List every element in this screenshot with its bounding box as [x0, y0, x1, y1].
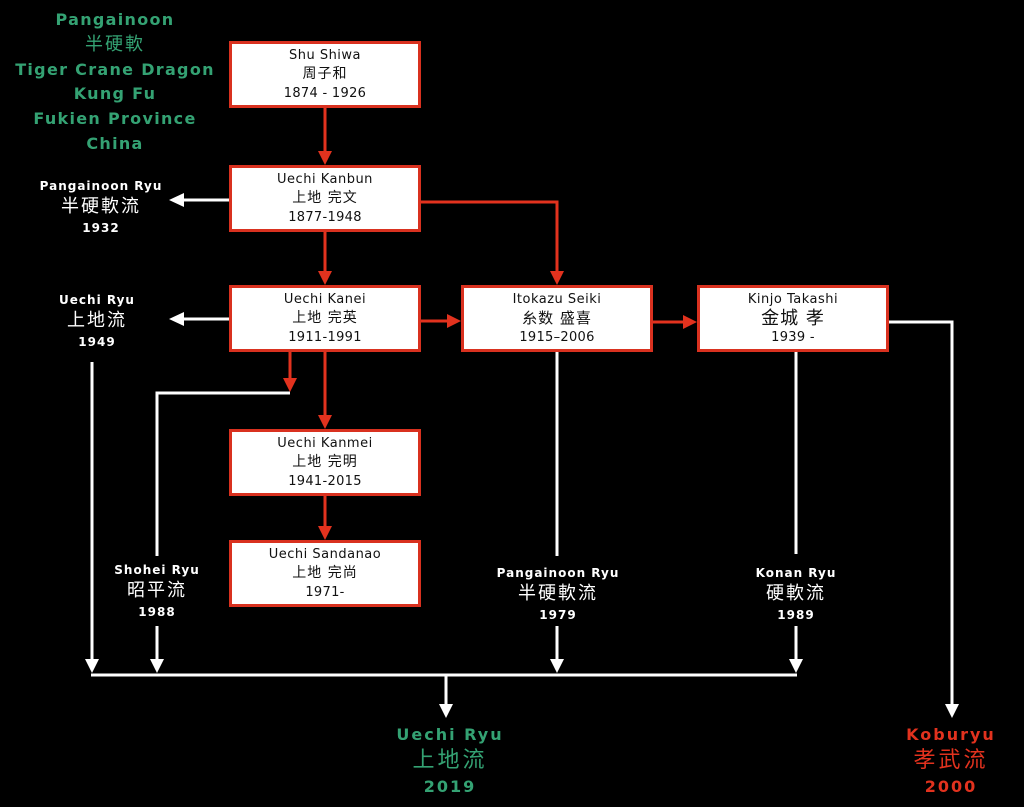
- arrow-shu-to-kanbun: [318, 108, 332, 165]
- outcome-kanji: 上地流: [412, 748, 488, 773]
- master-years: 1971-: [305, 585, 345, 600]
- origin-line-3: Tiger Crane Dragon: [15, 59, 215, 79]
- arrow-kanei-to-itokazu: [421, 314, 461, 328]
- branch-name: Pangainoon Ryu: [496, 566, 620, 580]
- master-box-uechi-kanbun: Uechi Kanbun 上地 完文 1877-1948: [229, 165, 421, 232]
- branch-year: 1932: [82, 221, 120, 235]
- outcome-name: Uechi Ryu: [396, 725, 504, 744]
- branch-name: Uechi Ryu: [59, 293, 135, 307]
- branch-kanji: 硬軟流: [766, 583, 826, 604]
- master-kanji: 上地 完文: [292, 190, 358, 206]
- arrow-itokazu-to-kinjo: [653, 315, 697, 329]
- branch-year: 1979: [539, 608, 577, 622]
- branch-shohei-ryu-1988: Shohei Ryu 昭平流 1988: [77, 560, 237, 622]
- arrow-konan-to-merge: [789, 626, 803, 673]
- master-name: Uechi Kanbun: [277, 172, 373, 187]
- master-box-uechi-kanmei: Uechi Kanmei 上地 完明 1941-2015: [229, 429, 421, 496]
- master-years: 1915–2006: [519, 330, 595, 345]
- master-kanji: 上地 完明: [292, 454, 358, 470]
- master-kanji: 周子和: [302, 66, 348, 82]
- master-name: Shu Shiwa: [288, 48, 362, 63]
- outcome-uechi-ryu-2019: Uechi Ryu 上地流 2019: [350, 722, 550, 800]
- outcome-kanji: 孝武流: [913, 748, 989, 773]
- outcome-name: Koburyu: [906, 725, 996, 744]
- master-box-uechi-sandanao: Uechi Sandanao 上地 完尚 1971-: [229, 540, 421, 607]
- branch-name: Shohei Ryu: [114, 563, 200, 577]
- outcome-koburyu-2000: Koburyu 孝武流 2000: [881, 722, 1021, 800]
- master-years: 1877-1948: [288, 210, 362, 225]
- master-years: 1941-2015: [288, 474, 362, 489]
- branch-uechi-ryu-1949: Uechi Ryu 上地流 1949: [17, 290, 177, 352]
- master-name: Kinjo Takashi: [747, 292, 839, 307]
- branch-pangainoon-ryu-1932: Pangainoon Ryu 半硬軟流 1932: [11, 176, 191, 238]
- master-box-shu-shiwa: Shu Shiwa 周子和 1874 - 1926: [229, 41, 421, 108]
- branch-name: Pangainoon Ryu: [39, 179, 163, 193]
- arrow-kanei-to-shohei-branch: [283, 352, 297, 392]
- branch-pangainoon-ryu-1979: Pangainoon Ryu 半硬軟流 1979: [468, 563, 648, 625]
- master-box-uechi-kanei: Uechi Kanei 上地 完英 1911-1991: [229, 285, 421, 352]
- branch-year: 1949: [78, 335, 116, 349]
- origin-line-6: China: [86, 133, 144, 153]
- master-kanji: 上地 完英: [292, 310, 358, 326]
- master-name: Uechi Sandanao: [268, 547, 382, 562]
- master-years: 1874 - 1926: [283, 86, 367, 101]
- master-box-kinjo-takashi: Kinjo Takashi 金城 孝 1939 -: [697, 285, 889, 352]
- line-shohei-branch: [155, 391, 290, 556]
- origin-line-4: Kung Fu: [73, 84, 157, 104]
- outcome-year: 2019: [423, 777, 477, 796]
- arrow-kanei-to-uechi-1949: [169, 312, 229, 326]
- branch-kanji: 上地流: [67, 310, 127, 331]
- origin-line-5: Fukien Province: [33, 109, 197, 129]
- master-kanji: 金城 孝: [761, 308, 825, 329]
- origin-line-1: Pangainoon: [55, 10, 175, 29]
- arrow-kanbun-to-pangainoon-1932: [169, 193, 229, 207]
- arrow-uechi-1949-to-merge: [85, 362, 99, 673]
- master-years: 1911-1991: [288, 330, 362, 345]
- branch-name: Konan Ryu: [755, 566, 837, 580]
- arrow-shohei-to-merge: [150, 626, 164, 673]
- branch-year: 1988: [138, 605, 176, 619]
- arrow-pangainoon-1979-to-merge: [550, 626, 564, 673]
- master-kanji: 上地 完尚: [292, 565, 358, 581]
- branch-kanji: 半硬軟流: [518, 583, 598, 604]
- branch-kanji: 昭平流: [127, 580, 187, 601]
- master-kanji: 糸数 盛喜: [522, 309, 592, 327]
- arrow-kanbun-to-kanei: [318, 232, 332, 285]
- master-name: Uechi Kanmei: [277, 436, 373, 451]
- arrow-merge-to-uechi-2019: [439, 675, 453, 718]
- arrow-kanei-to-kanmei: [318, 352, 332, 429]
- master-years: 1939 -: [771, 330, 815, 345]
- origin-line-2: 半硬軟: [85, 33, 145, 55]
- master-name: Itokazu Seiki: [512, 292, 602, 307]
- outcome-year: 2000: [924, 777, 978, 796]
- master-name: Uechi Kanei: [283, 292, 367, 307]
- master-box-itokazu-seiki: Itokazu Seiki 糸数 盛喜 1915–2006: [461, 285, 653, 352]
- origin-label: Pangainoon 半硬軟 Tiger Crane Dragon Kung F…: [10, 8, 220, 157]
- arrow-kanbun-to-itokazu: [421, 200, 564, 285]
- branch-kanji: 半硬軟流: [61, 196, 141, 217]
- arrow-kinjo-to-koburyu: [889, 320, 959, 718]
- branch-year: 1989: [777, 608, 815, 622]
- arrow-kanmei-to-sandanao: [318, 496, 332, 540]
- branch-konan-ryu-1989: Konan Ryu 硬軟流 1989: [716, 563, 876, 625]
